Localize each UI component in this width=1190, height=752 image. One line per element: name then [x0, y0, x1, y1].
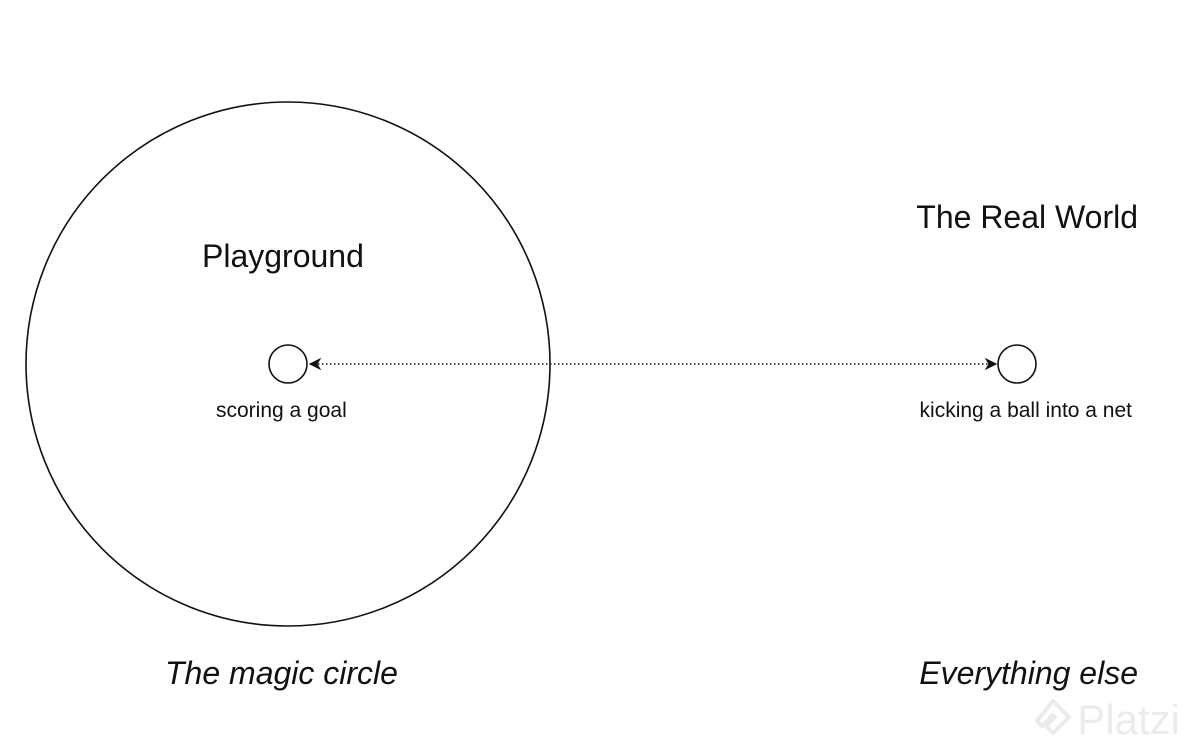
inner-node-label: scoring a goal — [216, 399, 347, 422]
playground-title: Playground — [202, 238, 364, 274]
magic-circle-caption: The magic circle — [165, 655, 398, 691]
outer-node — [997, 344, 1037, 384]
real-world-title: The Real World — [916, 199, 1138, 235]
watermark-text: Platzi — [1077, 696, 1180, 743]
inner-node — [268, 344, 308, 384]
platzi-watermark: Platzi — [1033, 696, 1180, 744]
outer-node-label: kicking a ball into a net — [919, 399, 1132, 422]
everything-else-caption: Everything else — [919, 655, 1138, 691]
platzi-logo-icon — [1035, 699, 1072, 735]
